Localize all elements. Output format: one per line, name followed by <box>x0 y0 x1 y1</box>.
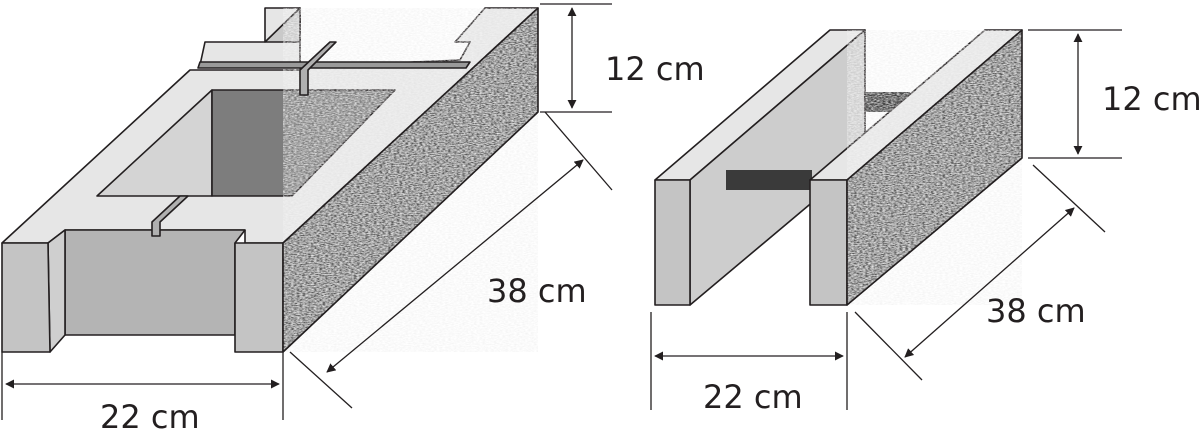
upper-notch-face <box>264 7 301 43</box>
length-arrow <box>326 159 584 373</box>
front-left-leg <box>1 242 51 353</box>
right-slab-front <box>809 179 848 306</box>
right-slab-side-face <box>846 29 1023 306</box>
height-label-2: 12 cm <box>1102 80 1200 118</box>
hollow-block <box>1 7 539 353</box>
width-label: 22 cm <box>100 398 200 434</box>
length-extension-back-2 <box>1032 164 1106 233</box>
hollow-cavity-floor <box>211 89 396 197</box>
slot-clip-upper <box>299 41 337 96</box>
length-extension-front <box>289 351 353 409</box>
width-label-2: 22 cm <box>703 378 803 416</box>
hollow-block-dimensions: 12 cm 38 cm 22 cm <box>1 3 705 434</box>
left-slab-front <box>654 179 691 306</box>
length-label: 38 cm <box>487 272 587 310</box>
slot-clip-lower <box>151 195 189 237</box>
right-slab-side-outline <box>846 29 1023 306</box>
front-recess-back <box>64 229 246 336</box>
two-slab-block <box>654 29 1023 306</box>
connector-front <box>726 170 812 190</box>
front-right-leg <box>234 242 284 353</box>
two-slab-block-dimensions: 12 cm 38 cm 22 cm <box>650 29 1200 416</box>
length-arrow-2 <box>904 207 1075 358</box>
length-extension-front-2 <box>854 311 923 381</box>
height-label: 12 cm <box>605 50 705 88</box>
front-recess-side <box>47 229 66 353</box>
slot-bar <box>197 61 471 69</box>
length-extension-back <box>544 111 613 191</box>
side-face-outline <box>282 7 539 353</box>
length-label-2: 38 cm <box>986 292 1086 330</box>
